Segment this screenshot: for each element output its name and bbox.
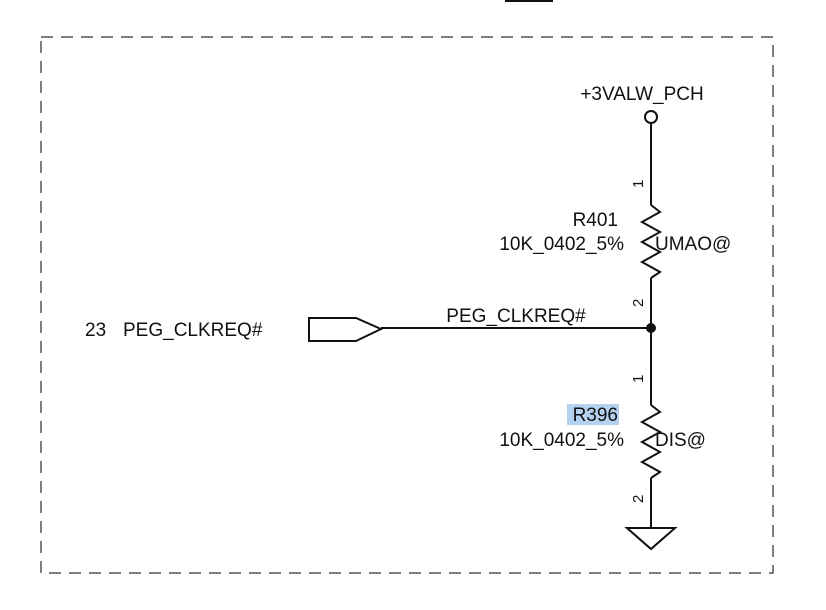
r401-zigzag: [639, 204, 663, 279]
r401-pin1-label: 1: [630, 180, 647, 188]
power-rail-label: +3VALW_PCH: [580, 84, 703, 105]
r401-variant: UMAO@: [655, 234, 731, 255]
ground-icon: [624, 527, 678, 551]
r401-ref: R401: [573, 210, 618, 231]
dashed-border: [40, 36, 774, 574]
r396-value: 10K_0402_5%: [499, 430, 624, 451]
r401-pin2-label: 2: [630, 299, 647, 307]
r396-variant: DIS@: [655, 430, 706, 451]
r396-ref: R396: [573, 405, 618, 426]
resistor-r396[interactable]: 1 R396 10K_0402_5% DIS@ 2: [499, 375, 706, 503]
r401-value: 10K_0402_5%: [499, 234, 624, 255]
connector-page-ref: 23: [85, 320, 106, 341]
net-label: PEG_CLKREQ#: [446, 306, 586, 327]
resistor-r401[interactable]: 1 2 R401 10K_0402_5% UMAO@: [499, 180, 731, 307]
r396-pin2-label: 2: [630, 495, 647, 503]
r396-zigzag: [639, 404, 663, 479]
offpage-connector-symbol[interactable]: [308, 317, 384, 342]
r396-ref-highlight: [567, 404, 619, 425]
connector-signal-label: PEG_CLKREQ#: [123, 320, 263, 341]
r396-pin1-label: 1: [630, 375, 647, 383]
power-rail-terminal: [644, 110, 658, 124]
